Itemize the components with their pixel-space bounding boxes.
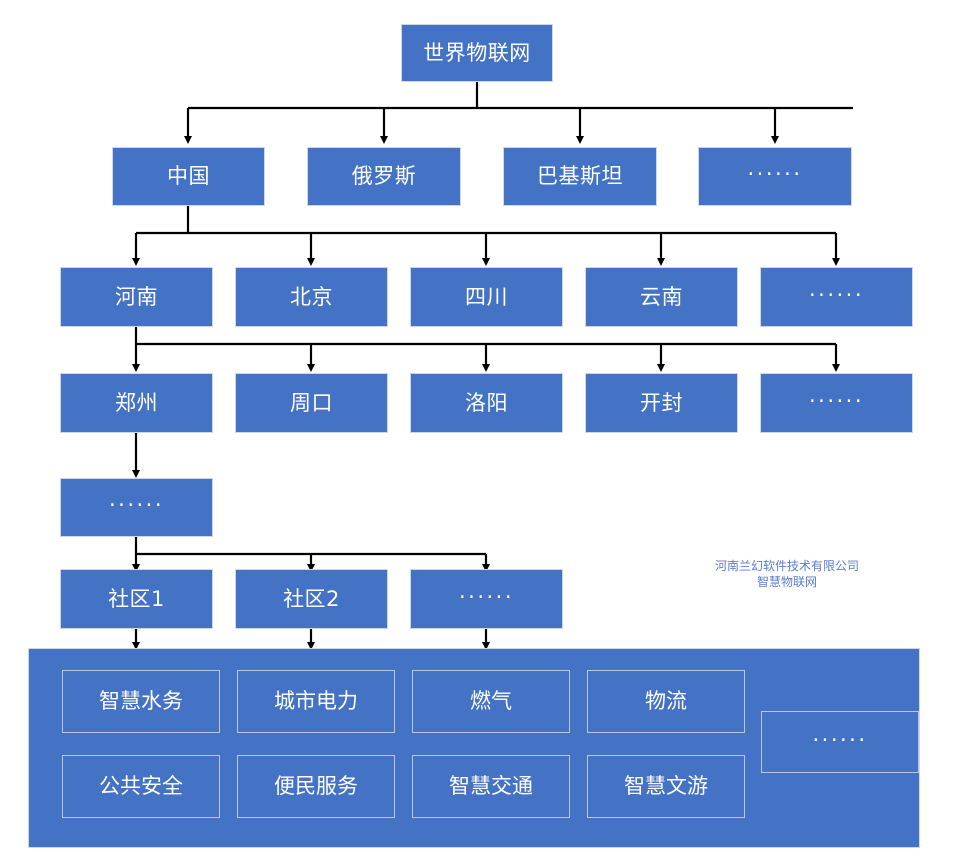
node-country-russia[interactable]: 俄罗斯 <box>307 147 461 206</box>
node-country-china[interactable]: 中国 <box>112 147 265 206</box>
node-label: 洛阳 <box>465 390 508 415</box>
service-smart-traffic[interactable]: 智慧交通 <box>412 755 570 818</box>
node-province-henan[interactable]: 河南 <box>60 267 213 327</box>
node-district-more[interactable]: ······ <box>60 478 213 537</box>
node-root[interactable]: 世界物联网 <box>401 24 553 82</box>
ellipsis-icon: ······ <box>458 584 515 609</box>
service-label: 便民服务 <box>274 774 358 798</box>
node-city-luoyang[interactable]: 洛阳 <box>410 373 563 433</box>
node-community-more[interactable]: ······ <box>410 569 563 629</box>
service-logistics[interactable]: 物流 <box>587 670 745 733</box>
node-label: 开封 <box>640 390 683 415</box>
node-label: 巴基斯坦 <box>537 164 623 188</box>
node-label: 四川 <box>465 284 508 309</box>
service-label: 智慧交通 <box>449 774 533 798</box>
node-province-beijing[interactable]: 北京 <box>235 267 388 327</box>
service-smart-culture-tourism[interactable]: 智慧文游 <box>587 755 745 818</box>
ellipsis-icon: ······ <box>108 493 165 517</box>
node-label: 俄罗斯 <box>351 164 417 188</box>
node-label: 北京 <box>290 284 333 309</box>
node-province-yunnan[interactable]: 云南 <box>585 267 738 327</box>
node-country-pakistan[interactable]: 巴基斯坦 <box>503 147 657 206</box>
service-label: 智慧水务 <box>99 689 183 713</box>
node-country-more[interactable]: ······ <box>698 147 852 206</box>
node-label: 郑州 <box>115 390 158 415</box>
node-label: 社区2 <box>283 586 340 611</box>
service-smart-water[interactable]: 智慧水务 <box>62 670 220 733</box>
service-convenience[interactable]: 便民服务 <box>237 755 395 818</box>
ellipsis-icon: ······ <box>808 282 865 307</box>
service-city-power[interactable]: 城市电力 <box>237 670 395 733</box>
ellipsis-icon: ······ <box>747 162 803 186</box>
node-label: 社区1 <box>108 586 165 611</box>
service-public-security[interactable]: 公共安全 <box>62 755 220 818</box>
node-community-2[interactable]: 社区2 <box>235 569 388 629</box>
service-label: 物流 <box>645 689 687 713</box>
node-city-more[interactable]: ······ <box>760 373 913 433</box>
services-panel <box>28 648 920 848</box>
service-more[interactable]: ······ <box>761 711 919 773</box>
node-label: 中国 <box>167 164 210 188</box>
node-label: 云南 <box>640 284 683 309</box>
service-gas[interactable]: 燃气 <box>412 670 570 733</box>
node-province-sichuan[interactable]: 四川 <box>410 267 563 327</box>
watermark-line-2: 智慧物联网 <box>756 575 817 589</box>
node-community-1[interactable]: 社区1 <box>60 569 213 629</box>
service-label: 城市电力 <box>274 689 358 713</box>
ellipsis-icon: ······ <box>808 388 865 413</box>
ellipsis-icon: ······ <box>812 727 868 752</box>
service-label: 智慧文游 <box>624 774 708 798</box>
node-city-zhoukou[interactable]: 周口 <box>235 373 388 433</box>
service-label: 燃气 <box>470 689 512 713</box>
service-label: 公共安全 <box>99 774 183 798</box>
node-label: 河南 <box>115 284 158 309</box>
watermark-line-1: 河南兰幻软件技术有限公司 <box>714 559 859 573</box>
watermark: 河南兰幻软件技术有限公司 智慧物联网 <box>662 558 912 590</box>
node-label: 周口 <box>290 390 333 415</box>
node-root-label: 世界物联网 <box>423 40 531 65</box>
node-city-kaifeng[interactable]: 开封 <box>585 373 738 433</box>
node-city-zhengzhou[interactable]: 郑州 <box>60 373 213 433</box>
node-province-more[interactable]: ······ <box>760 267 913 327</box>
